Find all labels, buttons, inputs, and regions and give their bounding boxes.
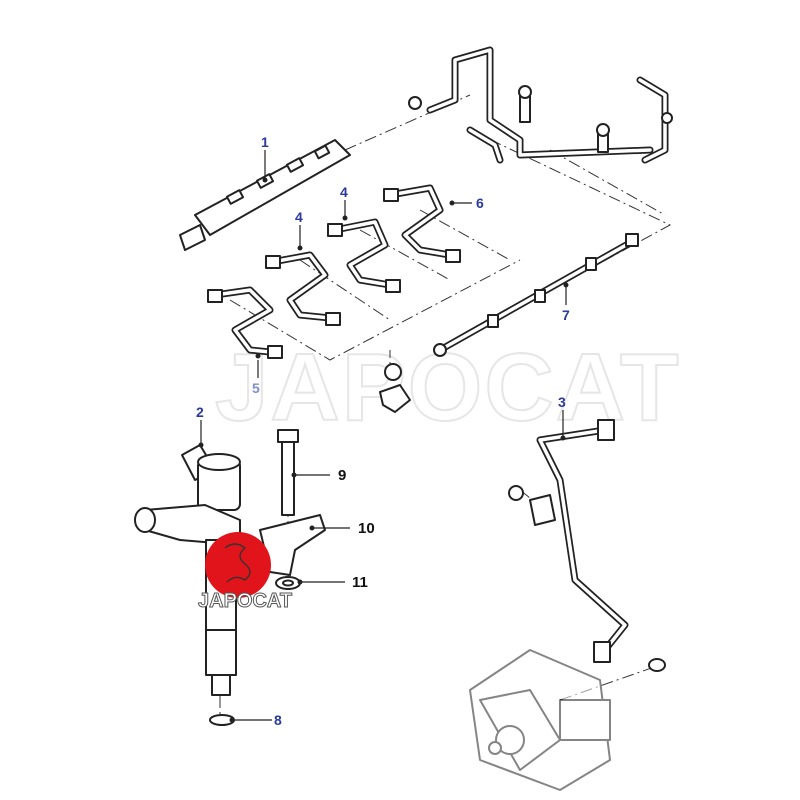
bolt-clamp-washer	[259, 429, 326, 590]
callouts: 1 2 3 4 4 5 6 7 8 9 10 11	[196, 134, 570, 728]
callout-4b: 4	[340, 184, 348, 200]
callout-7: 7	[562, 307, 570, 323]
callout-8: 8	[274, 712, 282, 728]
high-pressure-pump	[469, 649, 611, 791]
fuel-rail	[179, 139, 351, 251]
callout-10: 10	[358, 520, 375, 537]
japocat-logo: JAPOCAT	[198, 532, 293, 613]
callout-3: 3	[558, 394, 566, 410]
callout-6: 6	[476, 195, 484, 211]
callout-1: 1	[261, 134, 269, 150]
clip-nut	[379, 363, 411, 413]
logo-text: JAPOCAT	[198, 590, 292, 612]
return-pipe-assembly	[408, 46, 673, 164]
callout-2: 2	[196, 404, 204, 420]
injector-pipes	[207, 184, 461, 359]
callout-4a: 4	[295, 209, 303, 225]
callout-9: 9	[338, 467, 346, 484]
callout-11: 11	[352, 574, 368, 591]
pump-to-rail-pipe	[508, 419, 666, 672]
callout-5: 5	[252, 380, 260, 396]
leak-off-rail	[433, 233, 639, 357]
